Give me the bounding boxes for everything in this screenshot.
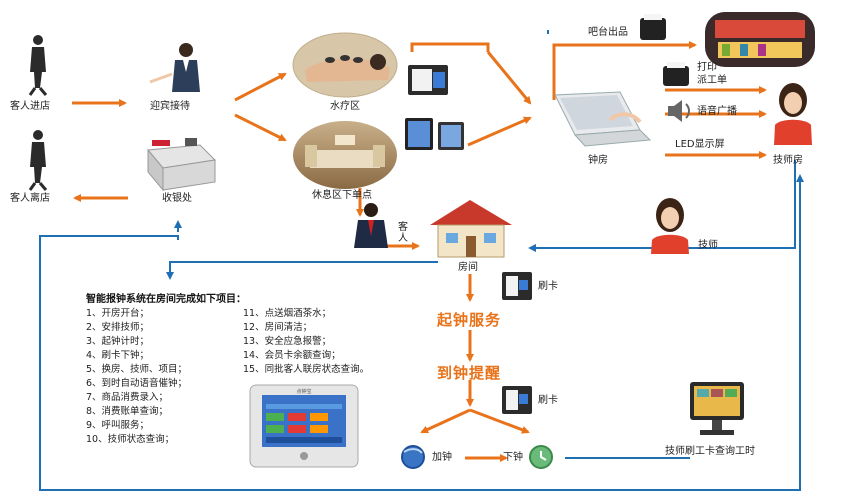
label-swipe-1: 刷卡 (538, 281, 558, 292)
label-technician: 技师 (698, 240, 718, 251)
feature-item: 14、会员卡余额查询； (243, 350, 341, 361)
label-start-service: 起钟服务 (437, 311, 502, 329)
card-reader-icon (408, 65, 448, 95)
label-tech-room: 技师房 (773, 155, 803, 166)
feature-item: 10、技师状态查询； (86, 434, 175, 445)
pos-terminal-icon (690, 382, 744, 435)
label-cashier: 收银处 (162, 193, 192, 204)
guest-walking-icon (28, 35, 48, 96)
feature-item: 3、起钟计时； (86, 336, 150, 347)
call-device-icon: 点钟宝 (249, 384, 359, 468)
label-guest-leave: 客人离店 (10, 193, 50, 204)
cashier-counter-icon (147, 138, 217, 192)
receipt-printer-icon (640, 14, 666, 40)
spa-photo (292, 32, 398, 98)
blue-connector-lines (39, 30, 804, 491)
room-house-icon (430, 200, 512, 258)
receptionist-icon (149, 43, 200, 92)
technician-room-icon (774, 83, 812, 145)
feature-item: 11、点送烟酒茶水； (243, 308, 332, 319)
label-swipe-2: 刷卡 (538, 395, 558, 406)
feature-item: 4、刷卡下钟； (86, 350, 150, 361)
feature-item: 8、消费账单查询； (86, 406, 169, 417)
feature-item: 6、到时自动语音催钟； (86, 378, 188, 389)
label-reception: 迎宾接待 (150, 101, 190, 112)
lounge-photo (293, 121, 397, 189)
technician-icon (651, 198, 689, 254)
feature-item: 13、安全应急报警； (243, 336, 332, 347)
label-led: LED显示屏 (675, 139, 725, 150)
label-front-desk: 钟房 (588, 155, 608, 166)
label-print-line1: 打印 (697, 62, 717, 73)
label-lounge: 休息区下单点 (312, 190, 372, 201)
guest-suit-icon (354, 203, 388, 248)
label-bar: 吧台出品 (588, 27, 628, 38)
laptop-icon (554, 91, 652, 147)
ticket-printer-icon (663, 62, 689, 86)
feature-item: 1、开房开台； (86, 308, 150, 319)
feature-item: 9、呼叫服务； (86, 420, 150, 431)
label-room: 房间 (458, 262, 478, 273)
tablet-icon (405, 118, 464, 150)
features-title: 智能报钟系统在房间完成如下项目： (86, 294, 246, 305)
guest-leaving-icon (28, 130, 48, 191)
label-terminal: 技师刷工卡查询工时 (665, 446, 755, 457)
label-guest: 客人 (398, 222, 408, 244)
feature-item: 15、同批客人联房状态查询。 (243, 364, 370, 375)
label-spa: 水疗区 (330, 101, 360, 112)
bar-photo (705, 12, 815, 67)
label-end-reminder: 到钟提醒 (437, 364, 502, 382)
feature-item: 5、换房、技师、项目； (86, 364, 188, 375)
label-guest-arrive: 客人进店 (10, 101, 50, 112)
feature-item: 12、房间清洁； (243, 322, 313, 333)
swipe-card-icon-2 (502, 386, 532, 414)
speaker-icon (668, 100, 690, 122)
features-list-right: 11、点送烟酒茶水； 12、房间清洁； 13、安全应急报警； 14、会员卡余额查询； 1… (243, 307, 369, 377)
device-brand: 点钟宝 (296, 388, 311, 395)
features-list-left: 1、开房开台； 2、安排技师； 3、起钟计时； 4、刷卡下钟； 5、换房、技师、项目； 6… (86, 307, 187, 447)
add-time-icon (401, 445, 425, 469)
orange-arrows (72, 41, 767, 462)
label-add-time: 加钟 (432, 452, 452, 463)
feature-item: 2、安排技师； (86, 322, 150, 333)
end-time-icon (529, 445, 553, 469)
label-voice: 语音广播 (697, 106, 737, 117)
label-print-line2: 派工单 (697, 75, 727, 86)
swipe-card-icon-1 (502, 272, 532, 300)
feature-item: 7、商品消费录入； (86, 392, 169, 403)
label-end-time: 下钟 (503, 452, 523, 463)
